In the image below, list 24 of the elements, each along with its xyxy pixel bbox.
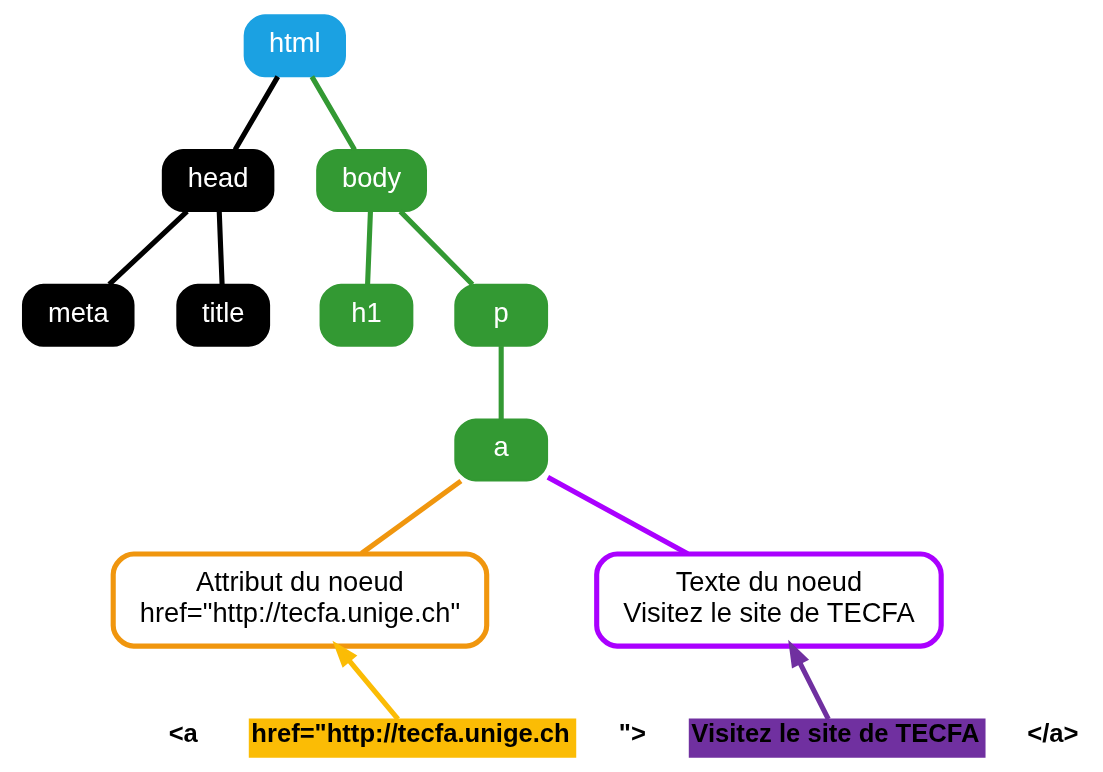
- node-box: body: [316, 148, 427, 213]
- connector: [309, 75, 357, 151]
- connector: [365, 211, 373, 285]
- connector: [498, 346, 504, 420]
- node-box: p: [454, 283, 549, 347]
- node-box: head: [161, 148, 275, 213]
- node-box: h1: [319, 283, 414, 347]
- node-box: Attribut du noeud href="http://tecfa.unige.ch": [110, 551, 490, 649]
- arrow: [788, 639, 831, 721]
- connector: [216, 211, 225, 285]
- connector: [232, 75, 280, 151]
- label: <a: [168, 719, 198, 748]
- node-box: meta: [21, 283, 135, 347]
- node-box: title: [176, 283, 271, 347]
- node-box: html: [243, 14, 346, 78]
- label: ">: [618, 719, 646, 748]
- connector: [398, 209, 475, 287]
- node-box: a: [454, 418, 549, 482]
- node-box: Visitez le site de TECFA: [688, 718, 986, 758]
- connector: [107, 209, 189, 287]
- arrow: [332, 640, 400, 721]
- node-box: href="http://tecfa.unige.ch: [248, 718, 577, 758]
- label: </a>: [1027, 719, 1079, 748]
- node-box: Texte du noeud Visitez le site de TECFA: [594, 551, 944, 649]
